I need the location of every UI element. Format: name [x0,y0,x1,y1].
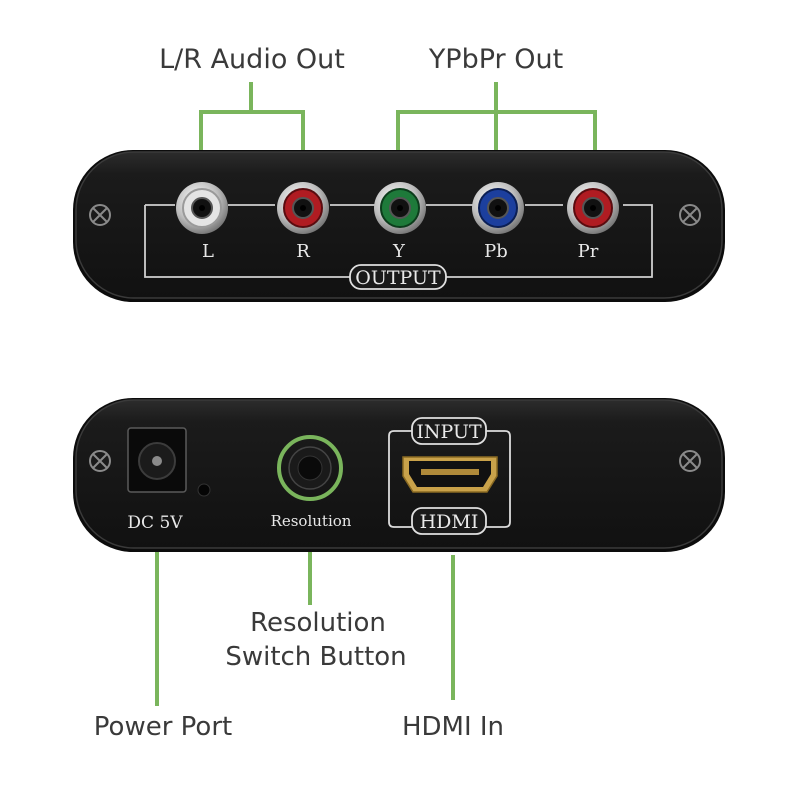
resolution-switch-label-line2: Switch Button [225,642,406,672]
ypbpr-out-bracket [396,82,597,150]
rca-jack-pb[interactable] [472,182,524,234]
jack-label-r: R [296,241,310,262]
resolution-switch-label-line1: Resolution [250,608,386,638]
power-port-label: Power Port [94,712,232,742]
hdmi-frame [388,430,511,528]
output-group-label: OUTPUT [355,267,441,289]
dc-power-port[interactable] [127,427,187,493]
led-indicator [197,483,211,497]
rca-jack-y[interactable] [374,182,426,234]
audio-out-bracket [199,82,305,150]
audio-out-label: L/R Audio Out [159,44,345,75]
input-label: INPUT [416,421,482,443]
back-panel: DC 5V Resolution INPUT HDMI [73,398,725,552]
screw-icon [89,204,111,226]
rca-jack-l[interactable] [176,182,228,234]
screw-icon [679,204,701,226]
back-panel-body [75,399,723,549]
input-badge [411,417,487,445]
front-panel: OUTPUT [73,150,725,302]
resolution-label: Resolution [271,512,352,530]
screw-icon [89,450,111,472]
jack-label-pr: Pr [578,241,599,262]
rca-jack-r[interactable] [277,182,329,234]
output-badge [349,264,447,290]
jack-label-y: Y [392,241,406,262]
ypbpr-out-label: YPbPr Out [428,44,563,75]
hdmi-label: HDMI [420,511,479,533]
hdmi-port[interactable] [402,456,498,493]
hdmi-in-label: HDMI In [402,712,504,742]
output-frame [144,204,653,278]
rca-jack-pr[interactable] [567,182,619,234]
jack-label-l: L [202,241,214,262]
hdmi-badge [411,507,487,535]
dc-label: DC 5V [127,513,183,533]
jack-label-pb: Pb [484,241,508,262]
screw-icon [679,450,701,472]
resolution-button[interactable] [277,435,343,501]
